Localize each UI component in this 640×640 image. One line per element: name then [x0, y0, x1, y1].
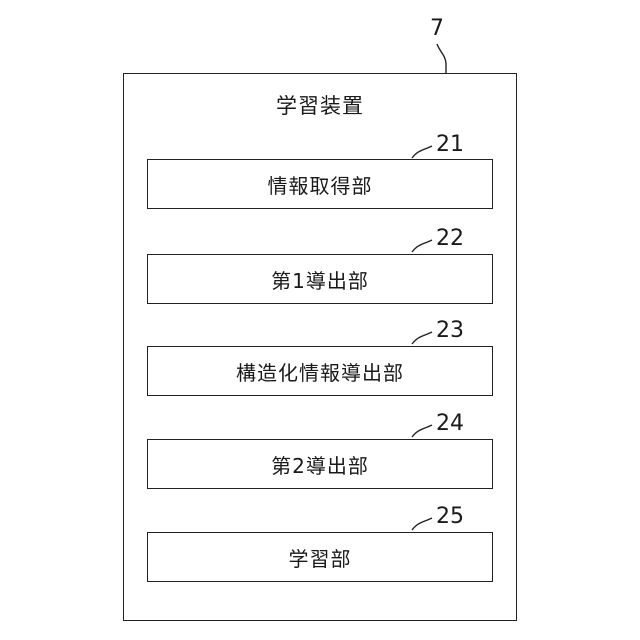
unit-box-learning: 学習部	[147, 532, 493, 582]
unit-ref-number-5: 25	[436, 506, 464, 528]
unit-ref-number-2: 22	[436, 228, 464, 250]
unit-label: 第1導出部	[271, 265, 369, 294]
unit-ref-number-1: 21	[436, 134, 464, 156]
unit-label: 情報取得部	[268, 170, 373, 199]
unit-label: 構造化情報導出部	[236, 357, 404, 386]
device-title: 学習装置	[0, 90, 640, 120]
device-ref-number: 7	[430, 18, 444, 40]
unit-box-second-derivation: 第2導出部	[147, 439, 493, 489]
unit-box-first-derivation: 第1導出部	[147, 254, 493, 304]
unit-ref-number-3: 23	[436, 320, 464, 342]
unit-label: 第2導出部	[271, 450, 369, 479]
unit-ref-number-4: 24	[436, 413, 464, 435]
leader-line-device	[437, 44, 446, 73]
unit-box-information-acquisition: 情報取得部	[147, 159, 493, 209]
unit-label: 学習部	[289, 543, 352, 572]
unit-box-structured-info-derivation: 構造化情報導出部	[147, 346, 493, 396]
